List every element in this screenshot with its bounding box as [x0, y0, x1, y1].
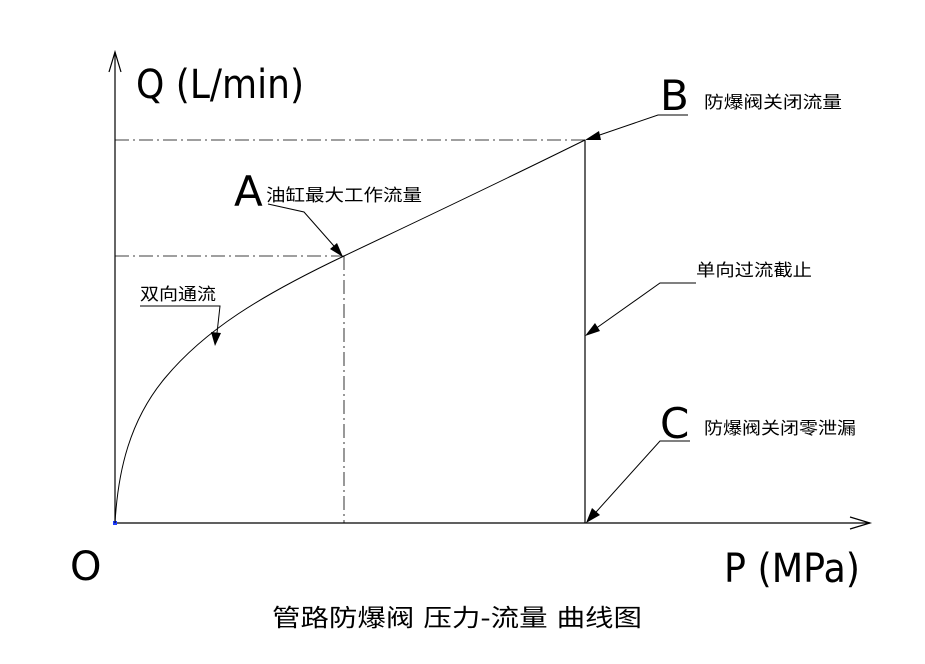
point-a-note: 油缸最大工作流量: [266, 185, 422, 206]
bidirectional-leader-arrowhead: [211, 332, 221, 346]
a-leader-line: [267, 203, 342, 255]
one-way-cutoff-label: 单向过流截止: [696, 261, 812, 281]
point-c-letter: C: [660, 399, 689, 448]
c-leader-arrowhead: [586, 508, 600, 523]
y-axis-label: Q (L/min): [136, 62, 304, 108]
x-axis-arrow: [849, 516, 873, 530]
point-b-note: 防爆阀关闭流量: [704, 93, 842, 113]
point-c-note: 防爆阀关闭零泄漏: [704, 419, 856, 439]
figure-caption: 管路防爆阀 压力-流量 曲线图: [272, 604, 642, 632]
point-a-letter: A: [234, 167, 263, 216]
origin-label: O: [70, 544, 101, 590]
b-leader-line: [587, 114, 688, 140]
cutoff-leader-line: [587, 282, 696, 335]
b-leader-arrowhead: [585, 131, 601, 140]
a-leader-arrowhead: [330, 243, 343, 257]
x-axis-label: P (MPa): [724, 546, 860, 592]
flow-curve: [114, 139, 586, 524]
bidirectional-leader-line: [140, 305, 221, 343]
bidirectional-label: 双向通流: [140, 285, 216, 305]
cutoff-leader-arrowhead: [585, 323, 600, 336]
c-leader-line: [587, 440, 690, 522]
y-axis-arrow: [108, 49, 122, 73]
point-b-letter: B: [660, 71, 689, 120]
